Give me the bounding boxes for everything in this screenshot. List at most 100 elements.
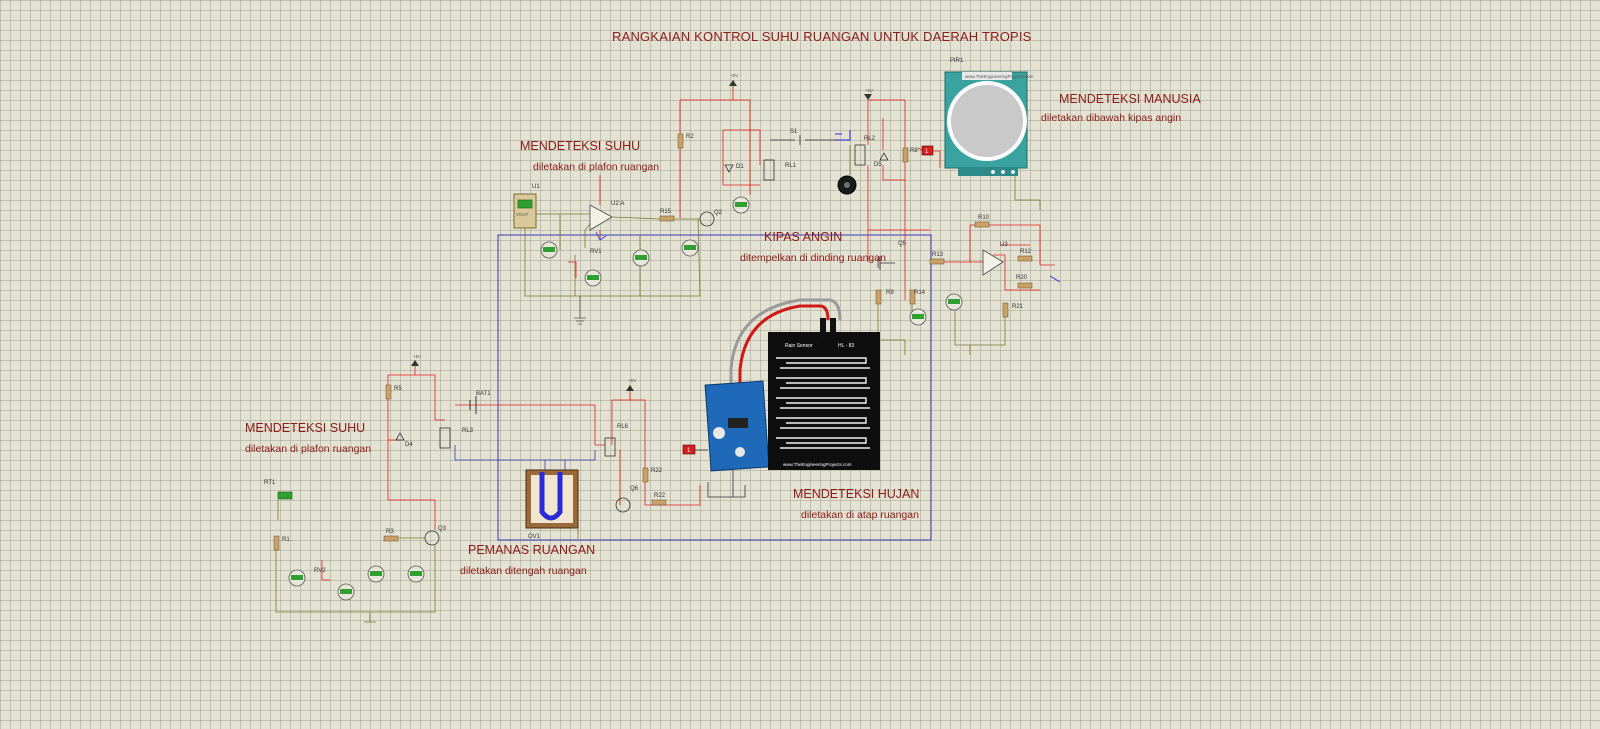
rain-sensor-model: HL - 83 xyxy=(838,343,854,349)
q3-label: Q3 xyxy=(438,526,447,532)
right-comparator-circuit: U3 R10 R12 R20 R21 R13 Q5 R9 R14 xyxy=(875,175,1061,355)
r13-resistor[interactable] xyxy=(929,258,945,265)
q6-transistor[interactable] xyxy=(615,497,631,513)
voltmeter[interactable] xyxy=(367,565,385,583)
r22-label-a: R22 xyxy=(651,468,663,474)
r14-label: R14 xyxy=(914,290,926,296)
q5-transistor[interactable] xyxy=(877,256,895,270)
note-hujan: diletakan di atap ruangan xyxy=(801,509,919,521)
r13-label: R13 xyxy=(932,252,944,258)
r12-label: R12 xyxy=(1020,249,1032,255)
voltmeter[interactable] xyxy=(288,569,306,587)
r15-resistor[interactable] xyxy=(659,215,675,222)
heading-kipas: KIPAS ANGIN xyxy=(764,230,843,244)
r2-label: R2 xyxy=(686,134,694,140)
bat1-battery[interactable] xyxy=(469,396,477,414)
u1-vout-label: VOUT xyxy=(516,212,529,217)
note-kipas: ditempelkan di dinding ruangan xyxy=(740,252,886,264)
u3-opamp[interactable] xyxy=(982,249,1004,276)
voltmeter[interactable] xyxy=(407,565,425,583)
rain-sensor-site: www.TheEngineeringProjects.com xyxy=(783,462,852,467)
r12-resistor[interactable] xyxy=(1017,255,1033,262)
d1-diode[interactable] xyxy=(724,164,734,173)
heater-circuit: +5V RL6 R22 R22 Q6 OV1 xyxy=(454,378,701,540)
rl3-label: RL3 xyxy=(462,428,474,434)
r3-resistor[interactable] xyxy=(383,535,399,542)
rain-sensor-label: Rain Sensor xyxy=(785,343,813,349)
d4-diode[interactable] xyxy=(395,432,405,441)
note-pemanas: diletakan ditengah ruangan xyxy=(460,565,587,577)
r14-resistor[interactable] xyxy=(909,289,916,305)
r22-resistor-a[interactable] xyxy=(642,467,649,483)
rl6-relay[interactable] xyxy=(604,437,616,457)
rain-logic-state[interactable] xyxy=(682,444,696,455)
rl2-label: RL2 xyxy=(864,136,876,142)
voltmeter[interactable] xyxy=(632,249,650,267)
rt1-thermistor[interactable] xyxy=(277,491,293,500)
u1-display xyxy=(517,199,533,209)
rv2-label: RV2 xyxy=(314,568,326,574)
page-title: RANGKAIAN KONTROL SUHU RUANGAN UNTUK DAE… xyxy=(612,29,1032,44)
r15-label: R15 xyxy=(660,209,672,215)
r9-resistor[interactable] xyxy=(875,289,882,305)
rain-logic-value: 1 xyxy=(687,448,691,454)
u3-label: U3 xyxy=(1000,242,1008,248)
plus5v-label-1: +5V xyxy=(730,73,738,78)
fan-relay-circuit: +5V R2 D1 RL1 S1 RL2 +5V D5 xyxy=(677,73,941,300)
r20-label: R20 xyxy=(1016,275,1028,281)
u2a-label: U2:A xyxy=(611,201,624,207)
rt1-label: RT1 xyxy=(264,480,276,486)
voltmeter[interactable] xyxy=(337,583,355,601)
s1-switch[interactable] xyxy=(770,135,835,145)
voltmeter[interactable] xyxy=(681,239,699,257)
rl3-relay[interactable] xyxy=(439,427,451,449)
note-suhu-atas: diletakan di plafon ruangan xyxy=(533,161,660,173)
rain-sensor-traces xyxy=(776,357,870,449)
r21-label: R21 xyxy=(1012,304,1024,310)
voltmeter-group xyxy=(288,196,963,601)
heading-suhu-bawah: MENDETEKSI SUHU xyxy=(245,421,366,435)
r2-resistor[interactable] xyxy=(677,133,684,149)
u2a-opamp[interactable] xyxy=(589,204,613,231)
r21-resistor[interactable] xyxy=(1002,302,1009,318)
r10-resistor[interactable] xyxy=(974,221,990,228)
r9-label: R9 xyxy=(886,290,894,296)
q2-label: Q2 xyxy=(714,210,723,216)
pir-sensor[interactable]: PIR1 www.TheEngineeringProjects.com xyxy=(944,58,1034,176)
r22-resistor-b[interactable] xyxy=(651,499,667,506)
r20-resistor[interactable] xyxy=(1017,282,1033,289)
rl6-label: RL6 xyxy=(617,424,629,430)
r8-label: R8 xyxy=(910,148,918,154)
ov1-label: OV1 xyxy=(528,534,541,540)
r5-resistor[interactable] xyxy=(385,384,392,400)
plus5v-label-3: +5V xyxy=(628,378,636,383)
room-boundary-box xyxy=(497,234,932,541)
r1-resistor[interactable] xyxy=(273,535,280,551)
rain-sensor-module[interactable]: Rain Sensor HL - 83 www.TheEngineeringPr… xyxy=(704,298,880,472)
bat1-label: BAT1 xyxy=(476,391,491,397)
heading-manusia: MENDETEKSI MANUSIA xyxy=(1059,92,1201,106)
d5-diode[interactable] xyxy=(879,152,889,161)
pir-logic-state[interactable] xyxy=(921,145,934,156)
q2-transistor[interactable] xyxy=(699,211,715,227)
q3-transistor[interactable] xyxy=(424,530,440,546)
voltmeter[interactable] xyxy=(945,293,963,311)
u1-sensor[interactable] xyxy=(513,193,537,229)
s1-label: S1 xyxy=(790,129,798,135)
heading-hujan: MENDETEKSI HUJAN xyxy=(793,487,920,501)
pir-logic-value: 1 xyxy=(925,149,929,155)
voltmeter[interactable] xyxy=(540,241,558,259)
r8-resistor[interactable] xyxy=(902,147,909,163)
u1-label: U1 xyxy=(532,184,540,190)
r3-label: R3 xyxy=(386,529,394,535)
plus5v-label-2: +5V xyxy=(865,88,873,93)
rv1-label: RV1 xyxy=(590,249,602,255)
voltmeter[interactable] xyxy=(732,196,750,214)
rl2-relay[interactable] xyxy=(854,144,866,166)
r5-label: R5 xyxy=(394,386,402,392)
voltmeter[interactable] xyxy=(584,269,602,287)
rl1-relay[interactable] xyxy=(763,159,775,181)
d4-label: D4 xyxy=(405,442,413,448)
voltmeter[interactable] xyxy=(909,308,927,326)
pir1-label: PIR1 xyxy=(950,58,964,64)
